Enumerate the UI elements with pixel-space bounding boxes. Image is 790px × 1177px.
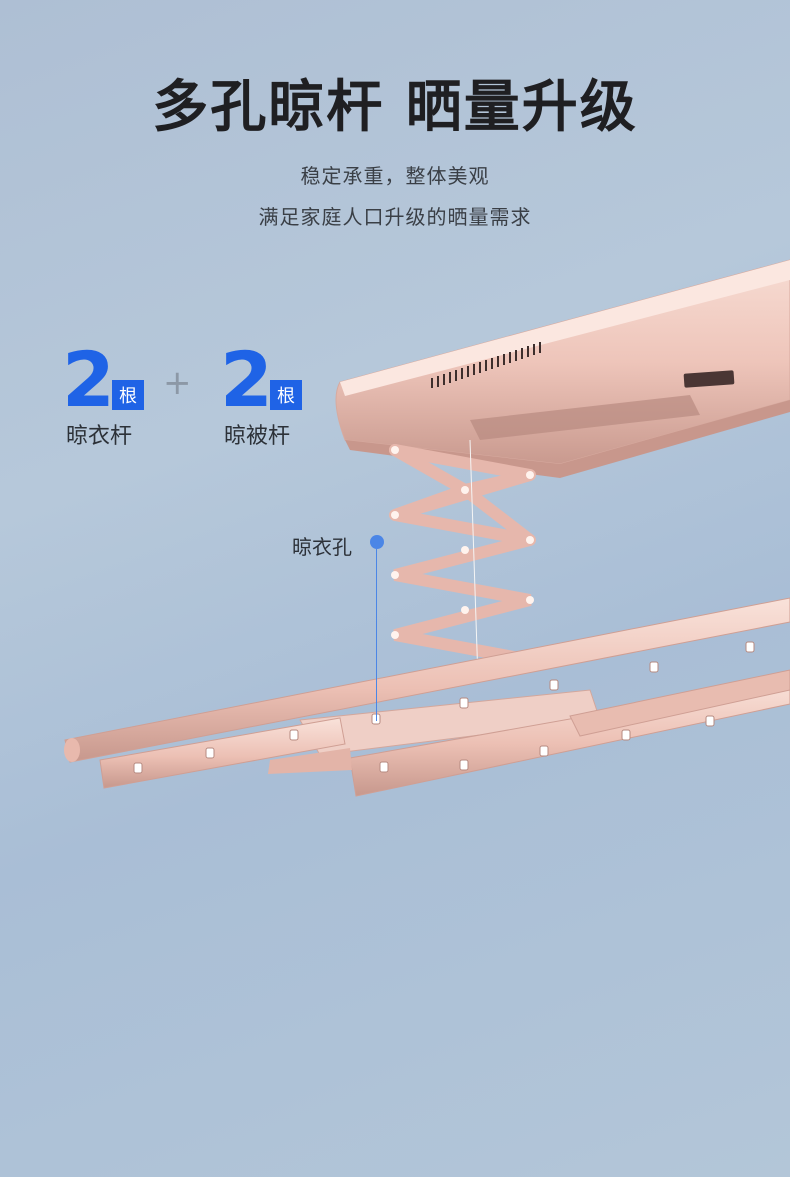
subtitle-line-1: 稳定承重，整体美观	[300, 164, 490, 188]
spec-unit-badge: 根	[112, 380, 144, 410]
spec-label: 晾被杆	[224, 424, 291, 449]
spec-label: 晾衣杆	[66, 424, 133, 449]
drying-rack-illustration	[64, 259, 790, 797]
callout-leader-line	[376, 549, 377, 721]
ceiling-housing	[335, 259, 790, 478]
subtitle-line-2: 满足家庭人口升级的晒量需求	[258, 205, 532, 229]
underside-grille	[470, 395, 700, 440]
scissor-pivots	[391, 446, 534, 664]
spec-count: 2	[220, 335, 273, 424]
callout-dot	[370, 535, 384, 549]
page-title: 多孔晾杆 晒量升级	[152, 75, 638, 140]
vent-grille	[431, 342, 541, 388]
plus-sign: +	[163, 363, 192, 403]
scissor-arm	[389, 444, 536, 666]
lift-cable	[469, 439, 479, 681]
spec-unit-badge: 根	[270, 380, 302, 410]
callout-label: 晾衣孔	[292, 535, 352, 559]
spec-count: 2	[62, 335, 115, 424]
display-panel	[683, 370, 735, 388]
hanger-holes	[133, 641, 755, 774]
